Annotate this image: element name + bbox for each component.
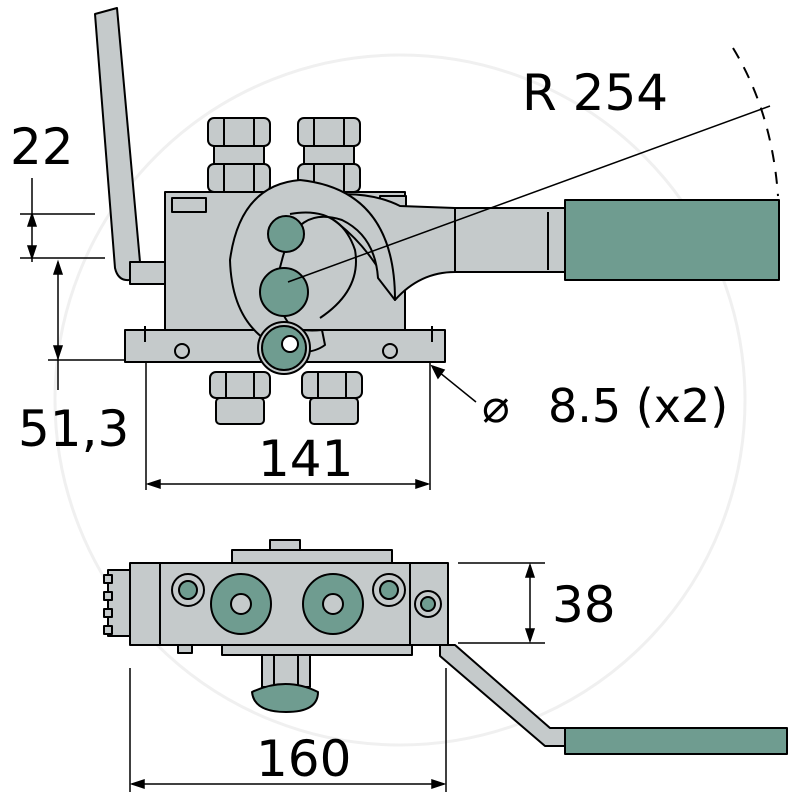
side-bottom-cap — [251, 683, 319, 713]
top-fitting-left — [207, 117, 271, 193]
dim-label-141: 141 — [258, 430, 353, 488]
mount-hole-right — [382, 343, 398, 359]
mount-hole-left — [174, 343, 190, 359]
lever-bracket — [129, 261, 166, 285]
cam-pin-center — [259, 267, 309, 317]
cam-pin-top — [267, 215, 305, 253]
hole-label: 8.5 (x2) — [548, 379, 728, 433]
side-view — [103, 539, 788, 755]
diameter-symbol: ⌀ — [482, 379, 510, 433]
bottom-fitting-right — [301, 371, 363, 425]
top-fitting-right — [297, 117, 361, 193]
dim-label-38: 38 — [552, 576, 616, 634]
top-view — [94, 7, 780, 425]
side-view-dimensions — [129, 562, 545, 792]
dim-label-51-3: 51,3 — [18, 400, 129, 458]
side-lever-grip — [564, 727, 788, 755]
side-top-rib — [231, 549, 393, 565]
dim-label-22: 22 — [10, 118, 74, 176]
radius-label: R 254 — [522, 64, 668, 122]
dim-label-160: 160 — [256, 730, 351, 788]
side-bottom-fitting — [261, 654, 311, 688]
vertical-lever — [94, 7, 142, 282]
lever-handle-grip — [564, 199, 780, 281]
pivot-hole — [281, 335, 299, 353]
background-circle — [53, 53, 747, 747]
bottom-fitting-left — [209, 371, 271, 425]
side-body — [129, 562, 449, 646]
top-view-dimensions — [20, 47, 779, 490]
cam-groove — [289, 211, 357, 319]
body-bolt-left — [171, 197, 207, 213]
